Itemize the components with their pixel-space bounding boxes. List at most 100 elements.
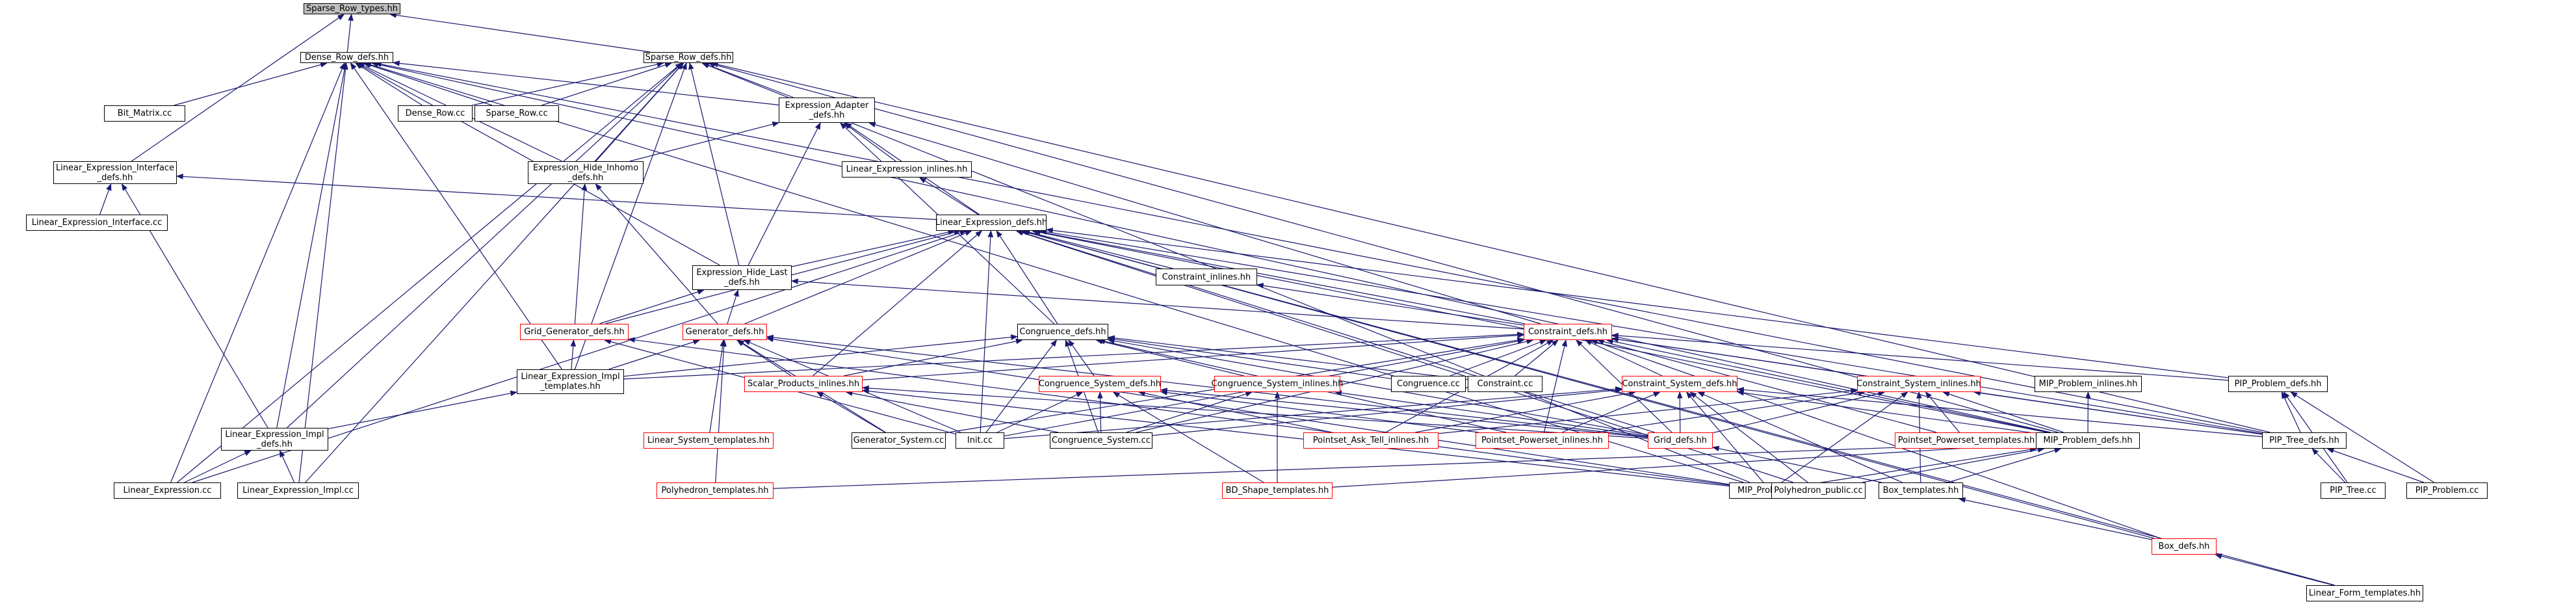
node-dense-row-cc[interactable]: Dense_Row.cc [398,105,473,122]
node-linear-expression-interface-cc[interactable]: Linear_Expression_Interface.cc [26,215,168,231]
edge-bd-shape-templates-to-congruence-system-defs [1112,391,1264,483]
edge-linear-expression-impl-cc-to-linear-expression-impl-defs [279,450,295,483]
node-congruence-defs[interactable]: Congruence_defs.hh [1017,324,1108,340]
node-pip-tree-defs[interactable]: PIP_Tree_defs.hh [2262,432,2347,449]
edge-pip-tree-defs-to-linear-expression-defs [1039,229,2263,434]
node-expression-hide-inhomo-defs[interactable]: Expression_Hide_Inhomo _defs.hh [528,161,644,184]
edge-linear-expression-defs-to-linear-expression-inlines [918,177,979,215]
edge-mip-problem-cc-to-constraint-system-defs [1685,391,1764,483]
node-constraint-system-defs[interactable]: Constraint_System_defs.hh [1622,376,1737,392]
edge-pip-tree-defs-to-constraint-system-defs [1736,387,2263,438]
edge-pip-problem-defs-to-constraint-defs [1611,332,2229,381]
edge-expression-adapter-defs-to-dense-row-defs [392,60,779,105]
edge-mip-problem-cc-to-generator-defs [766,336,1730,485]
edge-linear-expression-impl-templates-to-constraint-defs [623,332,1525,380]
edge-init-cc-to-constraint-system-defs [1004,386,1623,440]
node-linear-expression-impl-defs[interactable]: Linear_Expression_Impl _defs.hh [221,428,328,451]
edge-bit-matrix-cc-to-dense-row-defs [174,62,328,106]
node-pip-tree-cc[interactable]: PIP_Tree.cc [2321,482,2386,499]
edge-linear-expression-impl-cc-to-sparse-row-defs [305,62,684,483]
node-constraint-defs[interactable]: Constraint_defs.hh [1524,324,1612,340]
node-bd-shape-templates[interactable]: BD_Shape_templates.hh [1222,482,1333,499]
edge-generator-system-cc-to-scalar-products-inlines [816,391,885,433]
node-polyhedron-templates[interactable]: Polyhedron_templates.hh [657,482,774,499]
edge-polyhedron-public-cc-to-mip-problem-defs [1862,447,2045,483]
edge-linear-expression-impl-templates-to-sparse-row-defs [574,62,687,370]
edge-box-defs-to-constraint-defs [1590,339,2161,539]
node-pip-problem-defs[interactable]: PIP_Problem_defs.hh [2228,376,2328,392]
edge-congruence-cc-to-constraint-defs [1450,339,1547,376]
edge-polyhedron-public-cc-to-constraint-system-defs [1689,391,1808,483]
node-grid-generator-defs[interactable]: Grid_Generator_defs.hh [520,324,629,340]
node-linear-expression-defs[interactable]: Linear_Expression_defs.hh [935,215,1047,231]
node-constraint-inlines[interactable]: Constraint_inlines.hh [1156,269,1257,285]
node-congruence-system-cc[interactable]: Congruence_System.cc [1050,432,1152,449]
node-sparse-row-types[interactable]: Sparse_Row_types.hh [304,3,400,14]
edge-generator-defs-to-expression-hide-inhomo-defs [595,183,718,324]
edge-pip-tree-defs-to-dense-row-defs [374,61,2263,433]
edge-pointset-powerset-templates-to-constraint-system-inlines [1925,391,1960,433]
edge-scalar-products-inlines-to-generator-defs [736,339,792,376]
edge-constraint-defs-to-expression-hide-last-defs [790,278,1524,330]
node-pointset-ask-tell-inlines[interactable]: Pointset_Ask_Tell_inlines.hh [1303,432,1438,449]
node-generator-defs[interactable]: Generator_defs.hh [683,324,767,340]
node-congruence-cc[interactable]: Congruence.cc [1391,376,1466,392]
edge-pointset-powerset-templates-to-constraint-defs [1596,339,1937,433]
node-pip-problem-cc[interactable]: PIP_Problem.cc [2406,482,2488,499]
node-init-cc[interactable]: Init.cc [956,432,1004,449]
node-linear-system-templates[interactable]: Linear_System_templates.hh [644,432,774,449]
edge-linear-expression-interface-cc-to-linear-expression-interface-defs [99,183,112,215]
edge-grid-defs-to-linear-expression-defs [1016,230,1655,433]
node-mip-problem-inlines[interactable]: MIP_Problem_inlines.hh [2035,376,2142,392]
node-pointset-powerset-templates[interactable]: Pointset_Powerset_templates.hh [1895,432,2038,449]
node-linear-expression-impl-templates[interactable]: Linear_Expression_Impl _templates.hh [517,369,624,394]
node-box-defs[interactable]: Box_defs.hh [2152,538,2217,555]
edge-grid-generator-defs-to-expression-hide-inhomo-defs [574,183,588,324]
node-linear-form-templates[interactable]: Linear_Form_templates.hh [2306,585,2423,601]
edge-congruence-system-cc-to-scalar-products-inlines [845,390,1059,433]
node-sparse-row-defs[interactable]: Sparse_Row_defs.hh [644,52,733,63]
edge-grid-defs-to-scalar-products-inlines [861,385,1648,439]
node-constraint-system-inlines[interactable]: Constraint_System_inlines.hh [1856,376,1981,392]
edge-linear-form-templates-to-linear-expression-defs [1021,230,2335,586]
edge-pointset-ask-tell-inlines-to-constraint-system-defs [1415,390,1636,433]
node-congruence-system-defs[interactable]: Congruence_System_defs.hh [1039,376,1161,392]
node-linear-expression-interface-defs[interactable]: Linear_Expression_Interface _defs.hh [53,161,177,184]
node-scalar-products-inlines[interactable]: Scalar_Products_inlines.hh [744,376,863,392]
node-box-templates[interactable]: Box_templates.hh [1879,482,1963,499]
node-generator-system-cc[interactable]: Generator_System.cc [852,432,946,449]
node-expression-hide-last-defs[interactable]: Expression_Hide_Last _defs.hh [692,265,792,290]
node-linear-expression-inlines[interactable]: Linear_Expression_inlines.hh [842,161,972,178]
edge-expression-hide-inhomo-defs-to-expression-adapter-defs [629,121,780,162]
edge-init-cc-to-congruence-system-defs [996,391,1084,433]
edge-mip-problem-cc-to-grid-generator-defs [627,337,1730,486]
node-linear-expression-impl-cc[interactable]: Linear_Expression_Impl.cc [237,482,359,499]
node-linear-expression-cc[interactable]: Linear_Expression.cc [114,482,221,499]
edge-expression-hide-last-defs-to-expression-adapter-defs [748,122,821,266]
edge-mip-problem-cc-to-dense-row-defs [364,62,1744,483]
edge-expression-adapter-defs-to-sparse-row-defs [702,62,794,98]
edge-congruence-system-defs-to-congruence-defs [1068,339,1095,376]
node-polyhedron-public-cc[interactable]: Polyhedron_public.cc [1771,482,1866,499]
node-constraint-cc[interactable]: Constraint.cc [1468,376,1542,392]
node-pointset-powerset-inlines[interactable]: Pointset_Powerset_inlines.hh [1476,432,1609,449]
edge-constraint-defs-to-linear-expression-defs [1033,229,1526,324]
edge-mip-problem-defs-to-constraint-defs [1606,338,2049,433]
edge-dense-row-cc-to-dense-row-defs [355,62,423,106]
node-sparse-row-cc[interactable]: Sparse_Row.cc [475,105,559,122]
node-congruence-system-inlines[interactable]: Congruence_System_inlines.hh [1212,376,1343,392]
edge-sparse-row-defs-to-sparse-row-types [389,12,651,53]
edge-grid-generator-defs-to-expression-hide-last-defs [599,289,705,324]
edge-linear-expression-cc-to-sparse-row-defs [177,62,683,483]
node-expression-adapter-defs[interactable]: Expression_Adapter _defs.hh [779,98,875,123]
node-mip-problem-defs[interactable]: MIP_Problem_defs.hh [2036,432,2140,449]
node-grid-defs[interactable]: Grid_defs.hh [1648,432,1713,449]
edge-constraint-cc-to-congruence-defs [1107,335,1468,380]
edge-congruence-system-inlines-to-congruence-defs [1095,339,1244,376]
edge-mip-problem-cc-to-mip-problem-defs [1811,447,2037,485]
node-dense-row-defs[interactable]: Dense_Row_defs.hh [300,52,393,63]
node-bit-matrix-cc[interactable]: Bit_Matrix.cc [104,105,185,122]
edge-pip-problem-defs-to-linear-expression-defs [1045,228,2229,378]
